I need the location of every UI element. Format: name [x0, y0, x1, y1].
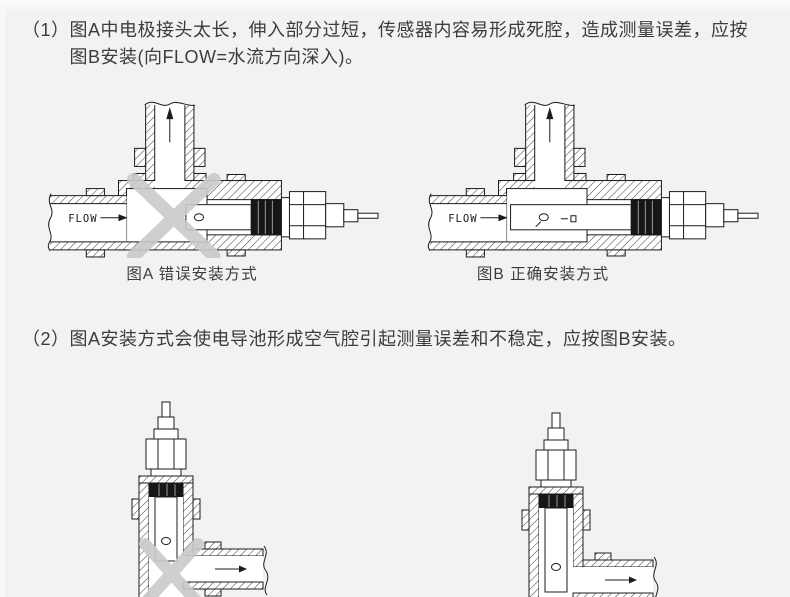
- sensor-cable-pin: [737, 212, 759, 219]
- conductivity-sensor: [535, 412, 577, 488]
- sensor-seal-rings: [250, 199, 282, 236]
- cross-out-x: [139, 538, 204, 597]
- figure-b-caption: 图B 正确安装方式: [476, 266, 610, 283]
- horizontal-outlet-pipe: [182, 541, 269, 597]
- fitting-top-plate: [528, 486, 584, 495]
- cross-out-x: [127, 172, 221, 258]
- tee-pipe-assembly: FLOW: [47, 101, 379, 258]
- fitting-right-wall: [572, 493, 584, 568]
- figure-bottom-left-elbow-diagram: [131, 401, 269, 597]
- instruction-paragraph-2: （2） 图A安装方式会使电导池形成空气腔引起测量误差和不稳定，应按图B安装。: [22, 326, 778, 353]
- sensor-cable-pin: [161, 401, 171, 418]
- conductivity-sensor: [145, 401, 187, 477]
- top-edge-highlight: [0, 0, 790, 12]
- paragraph-2-text: 图A安装方式会使电导池形成空气腔引起测量误差和不稳定，应按图B安装。: [70, 326, 778, 353]
- sensor-hex-nut: [535, 449, 577, 481]
- paragraph-2-number: （2）: [22, 329, 70, 349]
- pipe-break-line: [47, 193, 53, 252]
- sensor-probe: [544, 507, 568, 593]
- sensor-hex-nut: [145, 438, 187, 470]
- paragraph-1-text: 图A中电极接头太长，伸入部分过短，传感器内容易形成死腔，造成测量误差，应按 图B…: [70, 17, 778, 71]
- sensor-hex-nut: [288, 191, 327, 240]
- figure-a-tee-diagram: FLOW: [47, 101, 379, 258]
- elbow-pipe-assembly: [131, 401, 269, 597]
- dimension-mark: [570, 215, 577, 223]
- probe-hole: [538, 213, 549, 222]
- pipe-break-line: [427, 193, 433, 252]
- conductivity-sensor: [510, 191, 759, 240]
- figure-a-caption: 图A 错误安装方式: [126, 266, 258, 283]
- paragraph-1-number: （1）: [22, 20, 70, 40]
- sensor-seal-rings: [538, 493, 574, 509]
- flow-label: FLOW: [68, 213, 97, 225]
- probe-hole: [161, 537, 171, 545]
- left-edge-highlight: [0, 0, 5, 597]
- sensor-seal-rings: [148, 482, 184, 498]
- vertical-outlet-pipe: [514, 101, 586, 189]
- figure-b-tee-diagram: FLOW: [427, 101, 759, 258]
- vertical-outlet-pipe: [134, 101, 206, 189]
- horizontal-inlet-pipe: [47, 188, 127, 258]
- horizontal-inlet-pipe: [427, 188, 507, 258]
- sensor-hex-nut: [668, 191, 707, 240]
- probe-hole: [193, 213, 204, 222]
- elbow-pipe-assembly: [521, 412, 659, 597]
- sensor-seal-rings: [630, 199, 662, 236]
- probe-hole: [551, 563, 561, 571]
- tee-pipe-assembly: FLOW: [427, 101, 759, 258]
- paragraph-1-line-2: 图B安装(向FLOW=水流方向深入)。: [69, 47, 364, 67]
- figure-bottom-right-elbow-diagram: [521, 412, 659, 597]
- pipe-break-line: [263, 545, 269, 596]
- flow-label: FLOW: [448, 213, 477, 225]
- paragraph-2-line-1: 图A安装方式会使电导池形成空气腔引起测量误差和不稳定，应按图B安装。: [69, 329, 687, 349]
- fitting-top-plate: [138, 475, 194, 484]
- paragraph-1-line-1: 图A中电极接头太长，伸入部分过短，传感器内容易形成死腔，造成测量误差，应按: [69, 20, 749, 40]
- horizontal-outlet-pipe: [572, 552, 659, 597]
- conductivity-sensor: [185, 191, 379, 240]
- pipe-break-line: [653, 556, 659, 597]
- fitting-left-wall: [528, 493, 540, 597]
- sensor-cable-pin: [357, 212, 379, 219]
- sensor-cable-pin: [551, 412, 561, 429]
- instruction-paragraph-1: （1） 图A中电极接头太长，伸入部分过短，传感器内容易形成死腔，造成测量误差，应…: [22, 17, 778, 71]
